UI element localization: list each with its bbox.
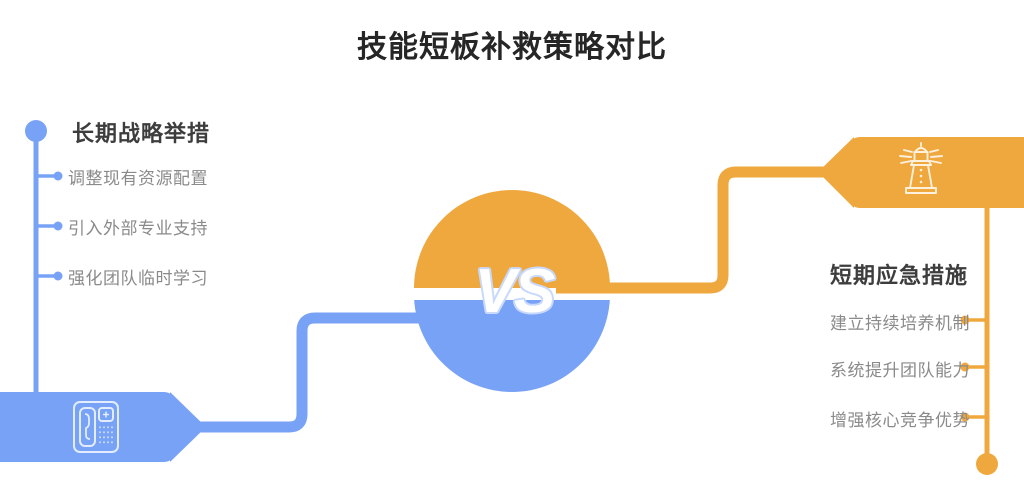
left-branch-heading: 长期战略举措: [72, 121, 211, 146]
left-branch-item-2: 引入外部专业支持: [68, 219, 208, 238]
right-branch-item-2: 系统提升团队能力: [830, 361, 970, 380]
vs-circle-bottom-half: [414, 294, 610, 392]
left-branch-item-3: 强化团队临时学习: [68, 269, 208, 288]
lighthouse-icon: [899, 142, 943, 194]
right-branch-heading: 短期应急措施: [829, 263, 968, 288]
blue-connector-path: [200, 312, 470, 433]
right-banner-body: [848, 137, 1024, 208]
right-banner-arrowhead: [818, 137, 854, 208]
right-tick-dot-2: [960, 362, 970, 372]
left-timeline-anchor-dot: [25, 120, 47, 142]
right-tick-dot-1: [960, 315, 970, 325]
page-title: 技能短板补救策略对比: [357, 31, 667, 64]
left-branch-item-1: 调整现有资源配置: [68, 169, 208, 188]
right-timeline-anchor-dot: [976, 453, 998, 475]
vs-circle-top-half: [414, 190, 610, 288]
left-tick-dot-2: [53, 221, 63, 231]
left-tick-dot-3: [53, 271, 63, 281]
right-tick-dot-3: [960, 412, 970, 422]
right-branch-item-1: 建立持续培养机制: [830, 314, 970, 333]
left-tick-dot-1: [53, 171, 63, 181]
left-banner-arrowhead: [170, 392, 206, 462]
right-branch-item-3: 增强核心竞争优势: [830, 411, 970, 430]
desk-phone-icon: [73, 401, 119, 453]
orange-connector-path: [556, 166, 830, 294]
